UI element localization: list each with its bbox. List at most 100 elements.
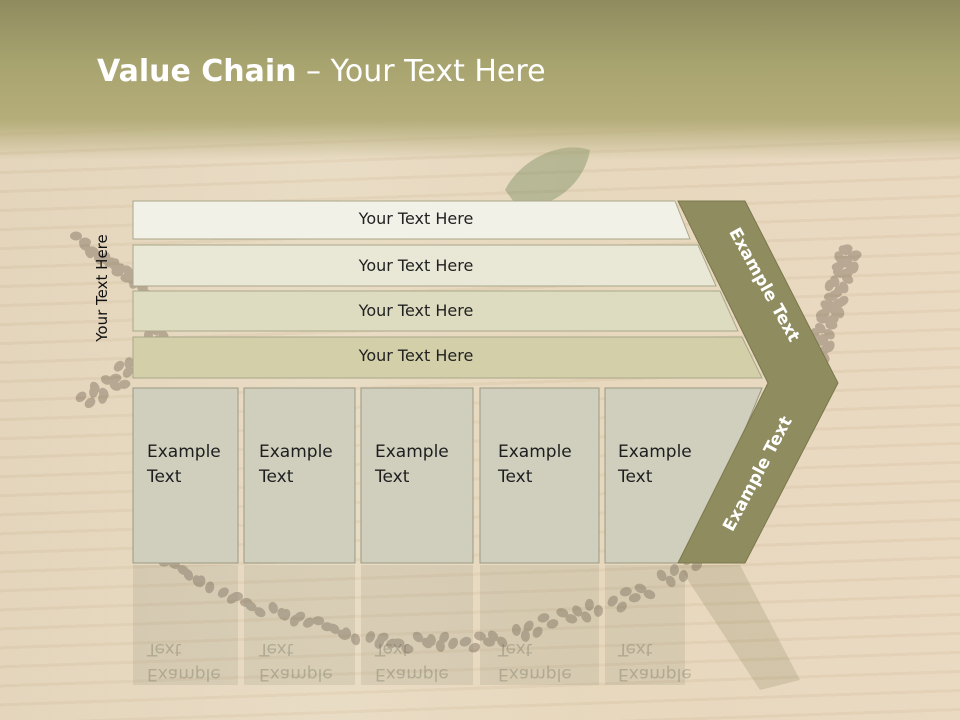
- page-title: Value Chain – Your Text Here: [97, 54, 546, 89]
- coffee-bean: [122, 265, 134, 276]
- coffee-bean: [98, 387, 109, 400]
- coffee-bean: [532, 626, 543, 638]
- coffee-bean: [572, 605, 583, 617]
- coffee-bean: [196, 575, 206, 588]
- coffee-bean: [828, 289, 840, 301]
- coffee-bean: [426, 633, 436, 646]
- row-label-4: Your Text Here: [358, 346, 474, 365]
- coffee-bean: [584, 598, 594, 611]
- coffee-bean: [75, 391, 87, 403]
- coffee-bean: [520, 629, 530, 642]
- coffee-bean: [833, 298, 845, 308]
- coffee-bean: [824, 340, 835, 353]
- coffee-bean: [84, 397, 96, 409]
- coffee-bean: [231, 591, 243, 601]
- coffee-bean: [496, 636, 508, 648]
- coffee-bean: [581, 611, 592, 623]
- column-box-2: [243, 387, 356, 564]
- coffee-bean: [113, 360, 125, 372]
- coffee-bean: [89, 385, 99, 398]
- coffee-bean: [523, 620, 534, 632]
- coffee-bean: [665, 575, 676, 588]
- coffee-bean: [328, 623, 340, 635]
- coffee-bean: [350, 633, 361, 646]
- row-bar-2: [132, 244, 717, 287]
- title-band: [0, 0, 960, 160]
- coffee-bean: [834, 260, 846, 271]
- coffee-bean: [837, 295, 849, 307]
- coffee-bean: [205, 581, 215, 594]
- coffee-bean: [826, 300, 836, 313]
- coffee-bean: [401, 644, 414, 654]
- coffee-bean: [280, 608, 291, 621]
- column-box-4: [479, 387, 600, 564]
- coffee-bean: [483, 637, 495, 647]
- coffee-bean: [177, 565, 189, 575]
- coffee-bean: [820, 306, 830, 319]
- coffee-bean: [835, 306, 845, 319]
- coffee-bean: [79, 237, 91, 247]
- coffee-bean: [217, 587, 229, 598]
- column-box-3: [360, 387, 474, 564]
- coffee-bean: [487, 630, 499, 642]
- coffee-bean: [829, 312, 839, 325]
- coffee-bean: [593, 604, 603, 617]
- coffee-bean: [293, 611, 306, 622]
- coffee-bean: [824, 315, 837, 326]
- coffee-bean: [337, 629, 349, 641]
- coffee-bean: [109, 258, 120, 271]
- coffee-bean: [815, 322, 826, 334]
- coffee-bean: [109, 381, 122, 391]
- coffee-bean: [656, 569, 667, 582]
- coffee-bean: [833, 285, 844, 298]
- row-bar-4: [132, 336, 763, 379]
- coffee-bean: [820, 300, 832, 311]
- coffee-bean: [616, 601, 627, 613]
- coffee-bean: [830, 275, 840, 288]
- coffee-bean: [468, 642, 481, 653]
- coffee-bean: [832, 267, 845, 278]
- coffee-bean: [829, 306, 841, 317]
- coffee-bean: [565, 614, 578, 624]
- row-label-3: Your Text Here: [358, 301, 474, 320]
- coffee-bean: [839, 281, 849, 294]
- coffee-bean: [849, 261, 859, 274]
- coffee-bean: [277, 607, 287, 620]
- reflection: [133, 565, 800, 690]
- coffee-bean: [628, 593, 641, 603]
- coffee-bean: [365, 631, 376, 643]
- side-label: Your Text Here: [93, 234, 111, 342]
- coffee-bean: [122, 366, 134, 378]
- coffee-bean: [834, 251, 844, 263]
- row-label-1: Your Text Here: [358, 209, 474, 228]
- coffee-bean: [439, 631, 449, 644]
- coffee-bean: [511, 623, 521, 636]
- coffee-bean: [79, 240, 91, 251]
- coffee-bean: [607, 595, 618, 607]
- coffee-bean: [634, 583, 647, 594]
- row-bar-1: [132, 200, 691, 240]
- coffee-bean: [412, 631, 424, 643]
- coffee-bean: [825, 320, 838, 330]
- coffee-bean: [289, 614, 300, 627]
- coffee-bean: [111, 267, 124, 277]
- coffee-bean: [89, 381, 100, 394]
- coffee-bean: [824, 279, 835, 292]
- coffee-bean: [321, 622, 334, 632]
- coffee-bean: [824, 292, 836, 302]
- coffee-bean: [104, 257, 116, 268]
- coffee-bean: [183, 569, 194, 581]
- coffee-bean: [312, 616, 325, 626]
- coffee-bean: [386, 638, 398, 649]
- coffee-bean: [815, 309, 828, 320]
- coffee-bean: [556, 608, 569, 618]
- coffee-bean: [843, 257, 853, 269]
- coffee-bean: [84, 246, 95, 259]
- chevron-arrow: [677, 200, 839, 564]
